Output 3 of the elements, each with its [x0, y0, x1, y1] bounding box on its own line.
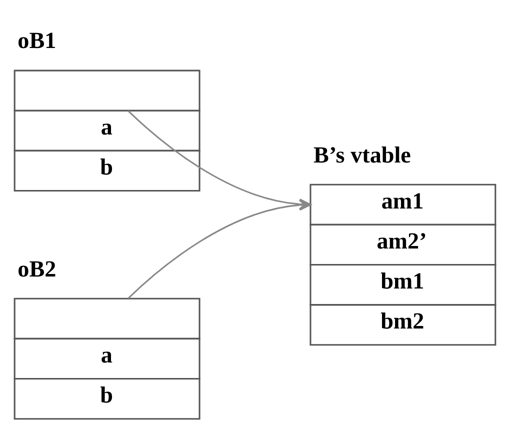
node-label: oB2: [18, 254, 56, 281]
node-label: B’s vtable: [314, 140, 411, 167]
node-label: oB1: [18, 26, 56, 53]
